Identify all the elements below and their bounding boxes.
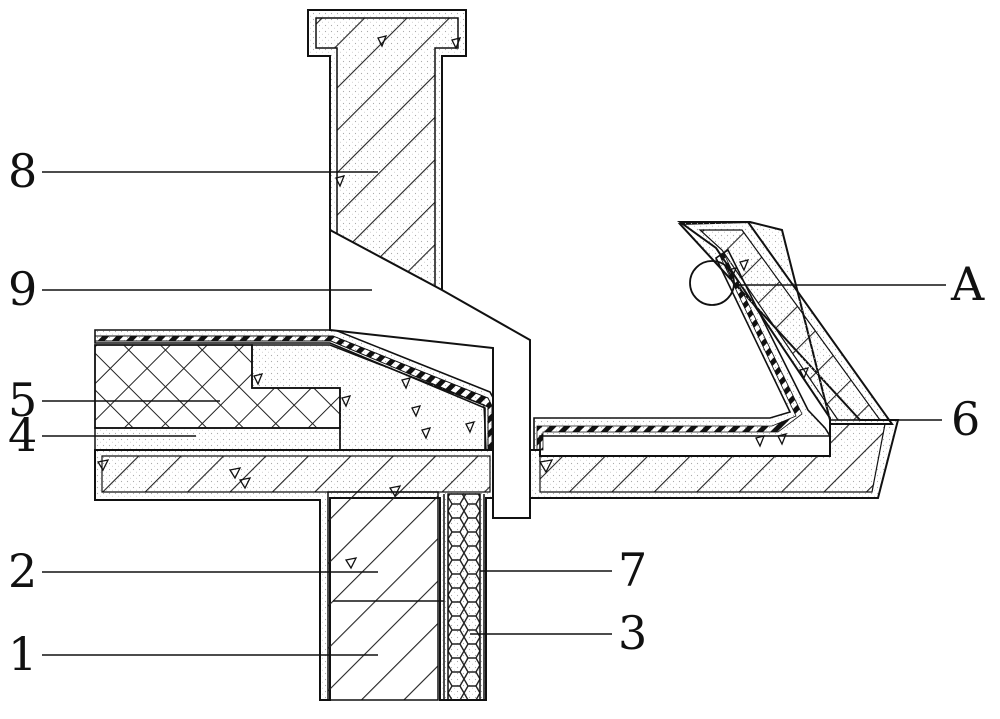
label-9: 9 (8, 262, 38, 316)
drain-pipe (329, 228, 531, 519)
drainage-board (443, 493, 485, 701)
slope-fill-layer (251, 344, 487, 451)
label-A: A (951, 257, 985, 311)
label-5: 5 (8, 373, 38, 427)
label-2: 2 (8, 544, 38, 598)
leader-lines (42, 171, 946, 656)
label-8: 8 (8, 144, 38, 198)
label-6: 6 (951, 392, 981, 446)
label-1: 1 (8, 627, 38, 681)
leveling-layer (94, 427, 341, 451)
label-3: 3 (618, 606, 648, 660)
detail-circle (689, 260, 735, 306)
label-7: 7 (618, 543, 648, 597)
aggregate-marks (96, 35, 810, 570)
waterproof-membrane (94, 248, 832, 451)
label-4: 4 (8, 408, 38, 462)
